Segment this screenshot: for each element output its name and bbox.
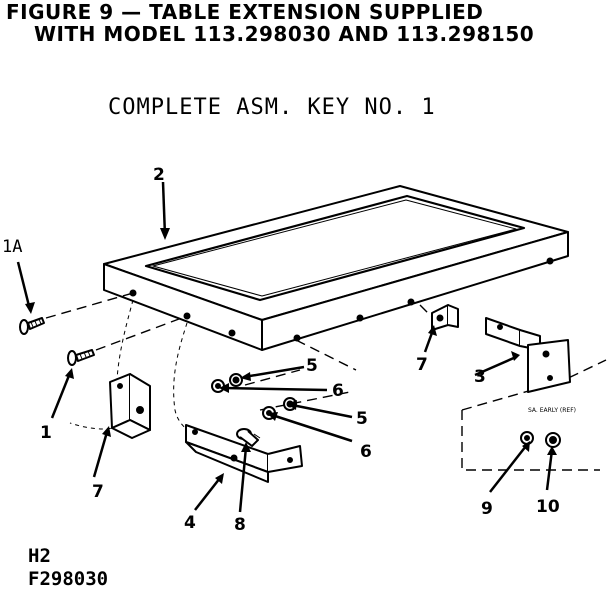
bolt-8 bbox=[236, 428, 261, 447]
drawing-code-line2: F298030 bbox=[28, 568, 109, 590]
screw-1 bbox=[67, 349, 95, 366]
bracket-4 bbox=[185, 424, 303, 483]
callout-6-upper: 6 bbox=[332, 381, 344, 401]
inset-reference-note: SA. EARLY (REF) bbox=[528, 407, 576, 414]
bracket-3 bbox=[485, 317, 571, 393]
callout-1a: 1A bbox=[2, 237, 22, 257]
callout-2: 2 bbox=[153, 165, 165, 185]
screw-1a bbox=[19, 317, 45, 335]
callout-3: 3 bbox=[474, 367, 486, 387]
nut-10 bbox=[545, 432, 561, 448]
figure-title-line1: FIGURE 9 — TABLE EXTENSION SUPPLIED bbox=[6, 0, 484, 24]
bracket-7-left bbox=[109, 373, 151, 439]
figure-title-line2: WITH MODEL 113.298030 AND 113.298150 bbox=[34, 22, 535, 46]
callout-5-lower: 5 bbox=[356, 409, 368, 429]
drawing-code-line1: H2 bbox=[28, 545, 51, 567]
table-extension-part bbox=[103, 185, 569, 351]
nut-washer-upper bbox=[211, 373, 243, 393]
callout-10: 10 bbox=[536, 497, 560, 517]
callout-6-lower: 6 bbox=[360, 442, 372, 462]
bracket-7-right bbox=[431, 304, 459, 331]
callout-8: 8 bbox=[234, 515, 246, 535]
washer-9 bbox=[520, 431, 534, 445]
callout-7-right: 7 bbox=[416, 355, 428, 375]
callout-5-upper: 5 bbox=[306, 356, 318, 376]
callout-1: 1 bbox=[40, 423, 52, 443]
assembly-subtitle: COMPLETE ASM. KEY NO. 1 bbox=[108, 95, 436, 120]
callout-4: 4 bbox=[184, 513, 196, 533]
nut-washer-lower bbox=[262, 397, 297, 420]
callout-7-left: 7 bbox=[92, 482, 104, 502]
callout-9: 9 bbox=[481, 499, 493, 519]
